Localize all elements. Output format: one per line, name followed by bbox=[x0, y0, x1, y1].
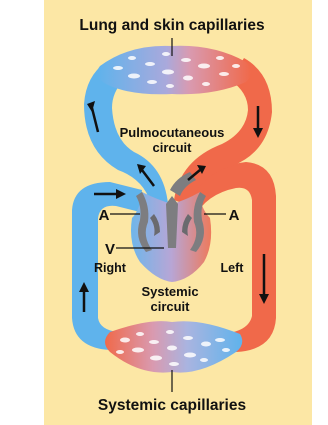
heart-septum bbox=[166, 196, 178, 248]
bottom-title: Systemic capillaries bbox=[98, 397, 246, 414]
atrium-right-side-label: A bbox=[99, 207, 110, 224]
side-left-label: Left bbox=[221, 261, 245, 275]
atrium-left-side-label: A bbox=[229, 207, 240, 224]
circuit-lower-line2: circuit bbox=[150, 299, 190, 314]
circuit-upper-line1: Pulmocutaneous bbox=[120, 125, 225, 140]
top-title: Lung and skin capillaries bbox=[79, 17, 264, 34]
circuit-lower-line1: Systemic bbox=[141, 284, 198, 299]
circuit-upper-line2: circuit bbox=[152, 140, 192, 155]
ventricle-label: V bbox=[105, 241, 115, 258]
side-right-label: Right bbox=[94, 261, 127, 275]
